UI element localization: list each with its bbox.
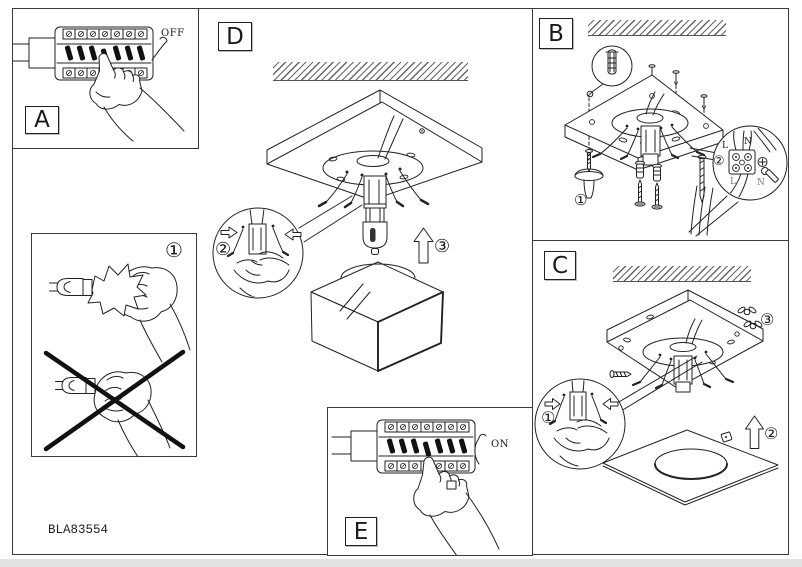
panel-c-step1-badge: ①: [541, 408, 556, 427]
panel-a-label-box: A: [25, 106, 59, 134]
mounting-plate-illustration: [564, 45, 788, 237]
panel-b-label-box: B: [539, 18, 573, 49]
handling-step1-badge: ①: [165, 238, 183, 262]
panel-b-step1-badge: ①: [574, 191, 588, 209]
shade-attach-illustration: [534, 289, 779, 506]
switch-on-text: ON: [491, 439, 509, 450]
panel-b-label: B: [548, 20, 564, 47]
terminal-n-label: N: [744, 137, 752, 147]
ceiling-hatch-b: [588, 20, 726, 36]
ceiling-hatch-d: [273, 62, 468, 81]
panel-e-label-box: E: [345, 517, 377, 546]
bulb-insert-illustration: [212, 89, 483, 372]
column-divider: [532, 8, 533, 556]
terminal-n2-label: N: [757, 178, 765, 188]
panel-c-label-box: C: [544, 251, 576, 280]
terminal-l2-label: L: [730, 177, 736, 187]
breaker-off-illustration: [12, 26, 185, 142]
bulb-handling-illustration: [43, 263, 191, 457]
breaker-on-illustration: [331, 419, 500, 555]
panel-d-label-box: D: [218, 22, 252, 51]
product-code: BLA83554: [48, 523, 109, 537]
panel-c-step3-badge: ③: [760, 310, 775, 329]
panel-d-step3-badge: ③: [434, 236, 451, 257]
panel-d-label: D: [226, 23, 244, 50]
panel-c-step2-badge: ②: [764, 424, 779, 443]
panel-b-step2-badge: ②: [713, 154, 725, 169]
ceiling-hatch-c: [613, 266, 751, 282]
switch-off-text: OFF: [161, 28, 185, 39]
scan-edge-strip: [0, 559, 802, 567]
panel-e-label: E: [353, 518, 369, 545]
terminal-l-label: L: [722, 141, 728, 151]
panel-a-label: A: [34, 107, 50, 133]
panel-c-label: C: [551, 252, 569, 279]
panel-d-step2-badge: ②: [215, 239, 232, 260]
panel-b-c-divider: [532, 240, 789, 241]
